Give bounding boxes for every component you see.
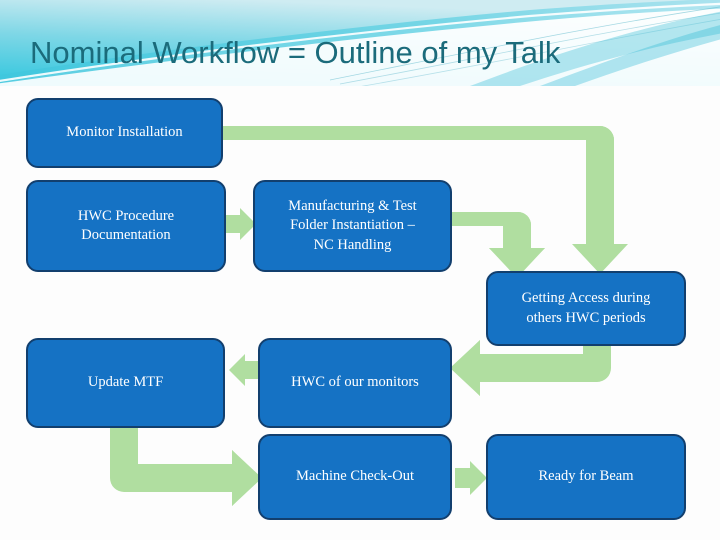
node-label-line2: Documentation [81,227,171,243]
node-label-line1: Manufacturing & Test [288,198,417,215]
node-hwc-of-our-monitors[interactable]: HWC of our monitors [258,338,452,428]
decorative-banner [0,0,720,86]
arrow-machine-check-out-to-ready-for-beam [455,461,487,495]
node-label-line3: NC Handling [313,236,392,253]
arrow-monitor-installation-to-getting-access [223,126,628,274]
node-machine-check-out[interactable]: Machine Check-Out [258,434,452,520]
node-monitor-installation[interactable]: Monitor Installation [26,98,223,168]
node-label-line2: Folder Instantiation – [290,217,415,234]
node-label: Update MTF [87,374,164,391]
node-label: HWC of our monitors [291,374,419,391]
node-manufacturing-test-folder[interactable]: Manufacturing & Test Folder Instantiatio… [253,180,452,272]
node-label-line1: Getting Access during [521,290,651,307]
arrow-hwc-doc-to-mfg-folder [226,208,256,240]
slide-title: Nominal Workflow = Outline of my Talk [30,35,561,70]
arrow-getting-access-to-hwc-monitors [450,340,611,396]
node-label: Monitor Installation [66,124,183,141]
node-label: Machine Check-Out [296,468,414,485]
node-label: Ready for Beam [538,468,634,485]
node-update-mtf[interactable]: Update MTF [26,338,225,428]
node-hwc-procedure-documentation[interactable]: HWC Procedure Documentation [26,180,226,272]
node-getting-access[interactable]: Getting Access during others HWC periods [486,271,686,346]
arrow-mfg-folder-to-getting-access [452,212,545,278]
node-label-line1: HWC Procedure [77,207,175,224]
arrow-hwc-monitors-to-update-mtf [229,354,258,386]
node-label-line2: others HWC periods [526,309,646,326]
node-ready-for-beam[interactable]: Ready for Beam [486,434,686,520]
arrow-update-mtf-to-machine-check-out [110,424,262,506]
